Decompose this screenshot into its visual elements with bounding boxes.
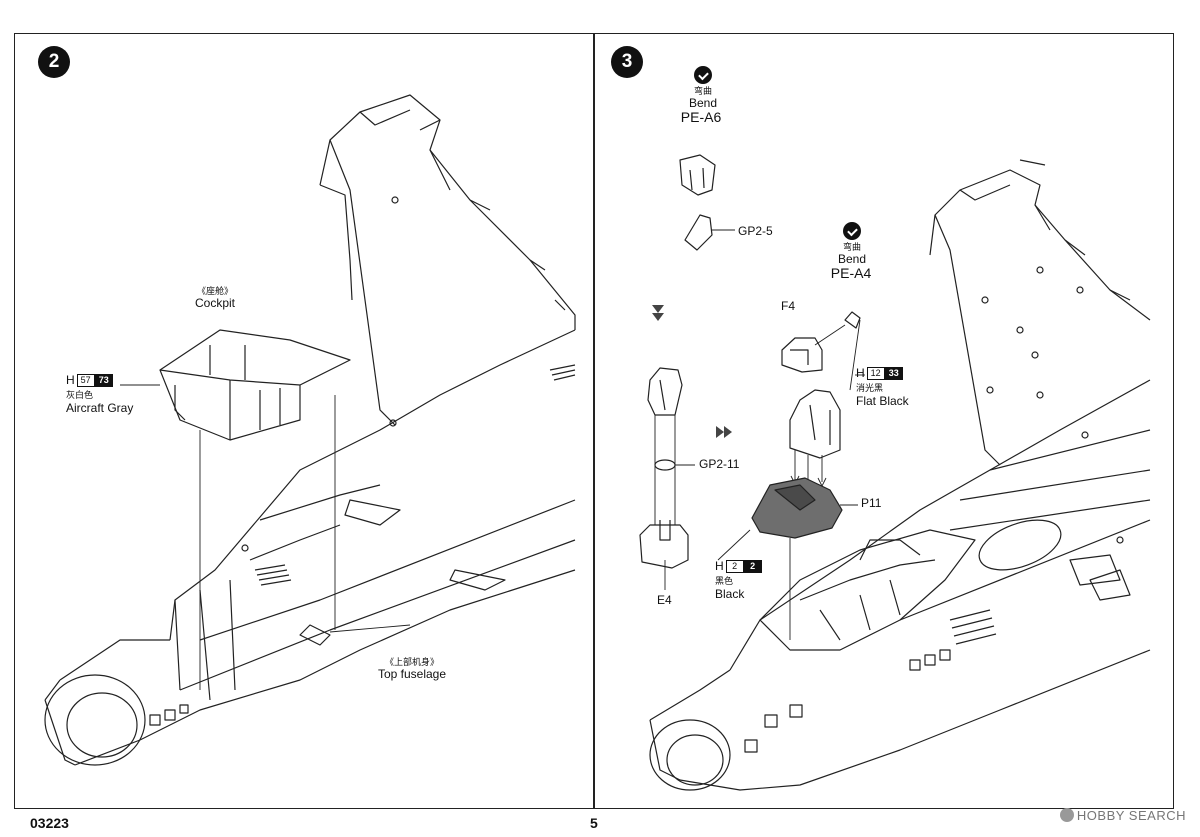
step-3-number: 3 [611,46,643,78]
paint-callout-flat-black: H 12 33 [856,366,903,380]
paint-code-2: 2 [743,559,762,573]
bend-a6-en: Bend [688,96,718,110]
watermark: HOBBY SEARCH [1059,808,1186,823]
watermark-logo-icon [1059,808,1074,822]
bend-icon [843,222,861,240]
pe-a4-label: PE-A4 [830,265,872,281]
paint-code-1: 57 [76,373,95,387]
black-en: Black [715,587,745,601]
part-f4-label: F4 [781,299,796,313]
bend-a4-zh: 弯曲 [842,242,862,252]
paint-callout-aircraft-gray: H 57 73 [66,373,113,387]
bend-a4-en: Bend [837,252,867,266]
paint-prefix: H [66,373,75,387]
flat-black-zh: 消光黑 [856,383,884,393]
pe-a6-label: PE-A6 [680,109,722,125]
bend-a6-zh: 弯曲 [693,86,713,96]
paint-name-en: Aircraft Gray [66,401,134,415]
part-gp2-11-label: GP2-11 [699,457,740,471]
part-e4-label: E4 [657,593,672,607]
top-fuselage-label-zh: 《上部机身》 [384,657,440,667]
part-gp2-5-label: GP2-5 [738,224,773,238]
paint-code-2: 33 [884,366,903,380]
product-code: 03223 [30,815,69,831]
paint-code-1: 2 [725,559,744,573]
paint-code-1: 12 [866,366,885,380]
black-zh: 黑色 [715,576,734,586]
flat-black-en: Flat Black [856,394,909,408]
step3-aircraft-drawing [639,154,1151,791]
cockpit-label-en: Cockpit [194,296,236,310]
watermark-text: HOBBY SEARCH [1076,808,1186,823]
top-fuselage-label-en: Top fuselage [377,667,447,681]
bend-icon [694,66,712,84]
paint-name-zh: 灰白色 [66,390,94,400]
page-number: 5 [590,815,598,831]
part-p11-label: P11 [861,496,882,510]
step-2-panel [14,33,594,809]
paint-callout-black: H 2 2 [715,559,762,573]
paint-prefix: H [856,366,865,380]
step2-fuselage-drawing [44,94,576,766]
cockpit-label-zh: 《座舱》 [196,286,234,296]
step-2-number: 2 [38,46,70,78]
paint-prefix: H [715,559,724,573]
paint-code-2: 73 [94,373,113,387]
